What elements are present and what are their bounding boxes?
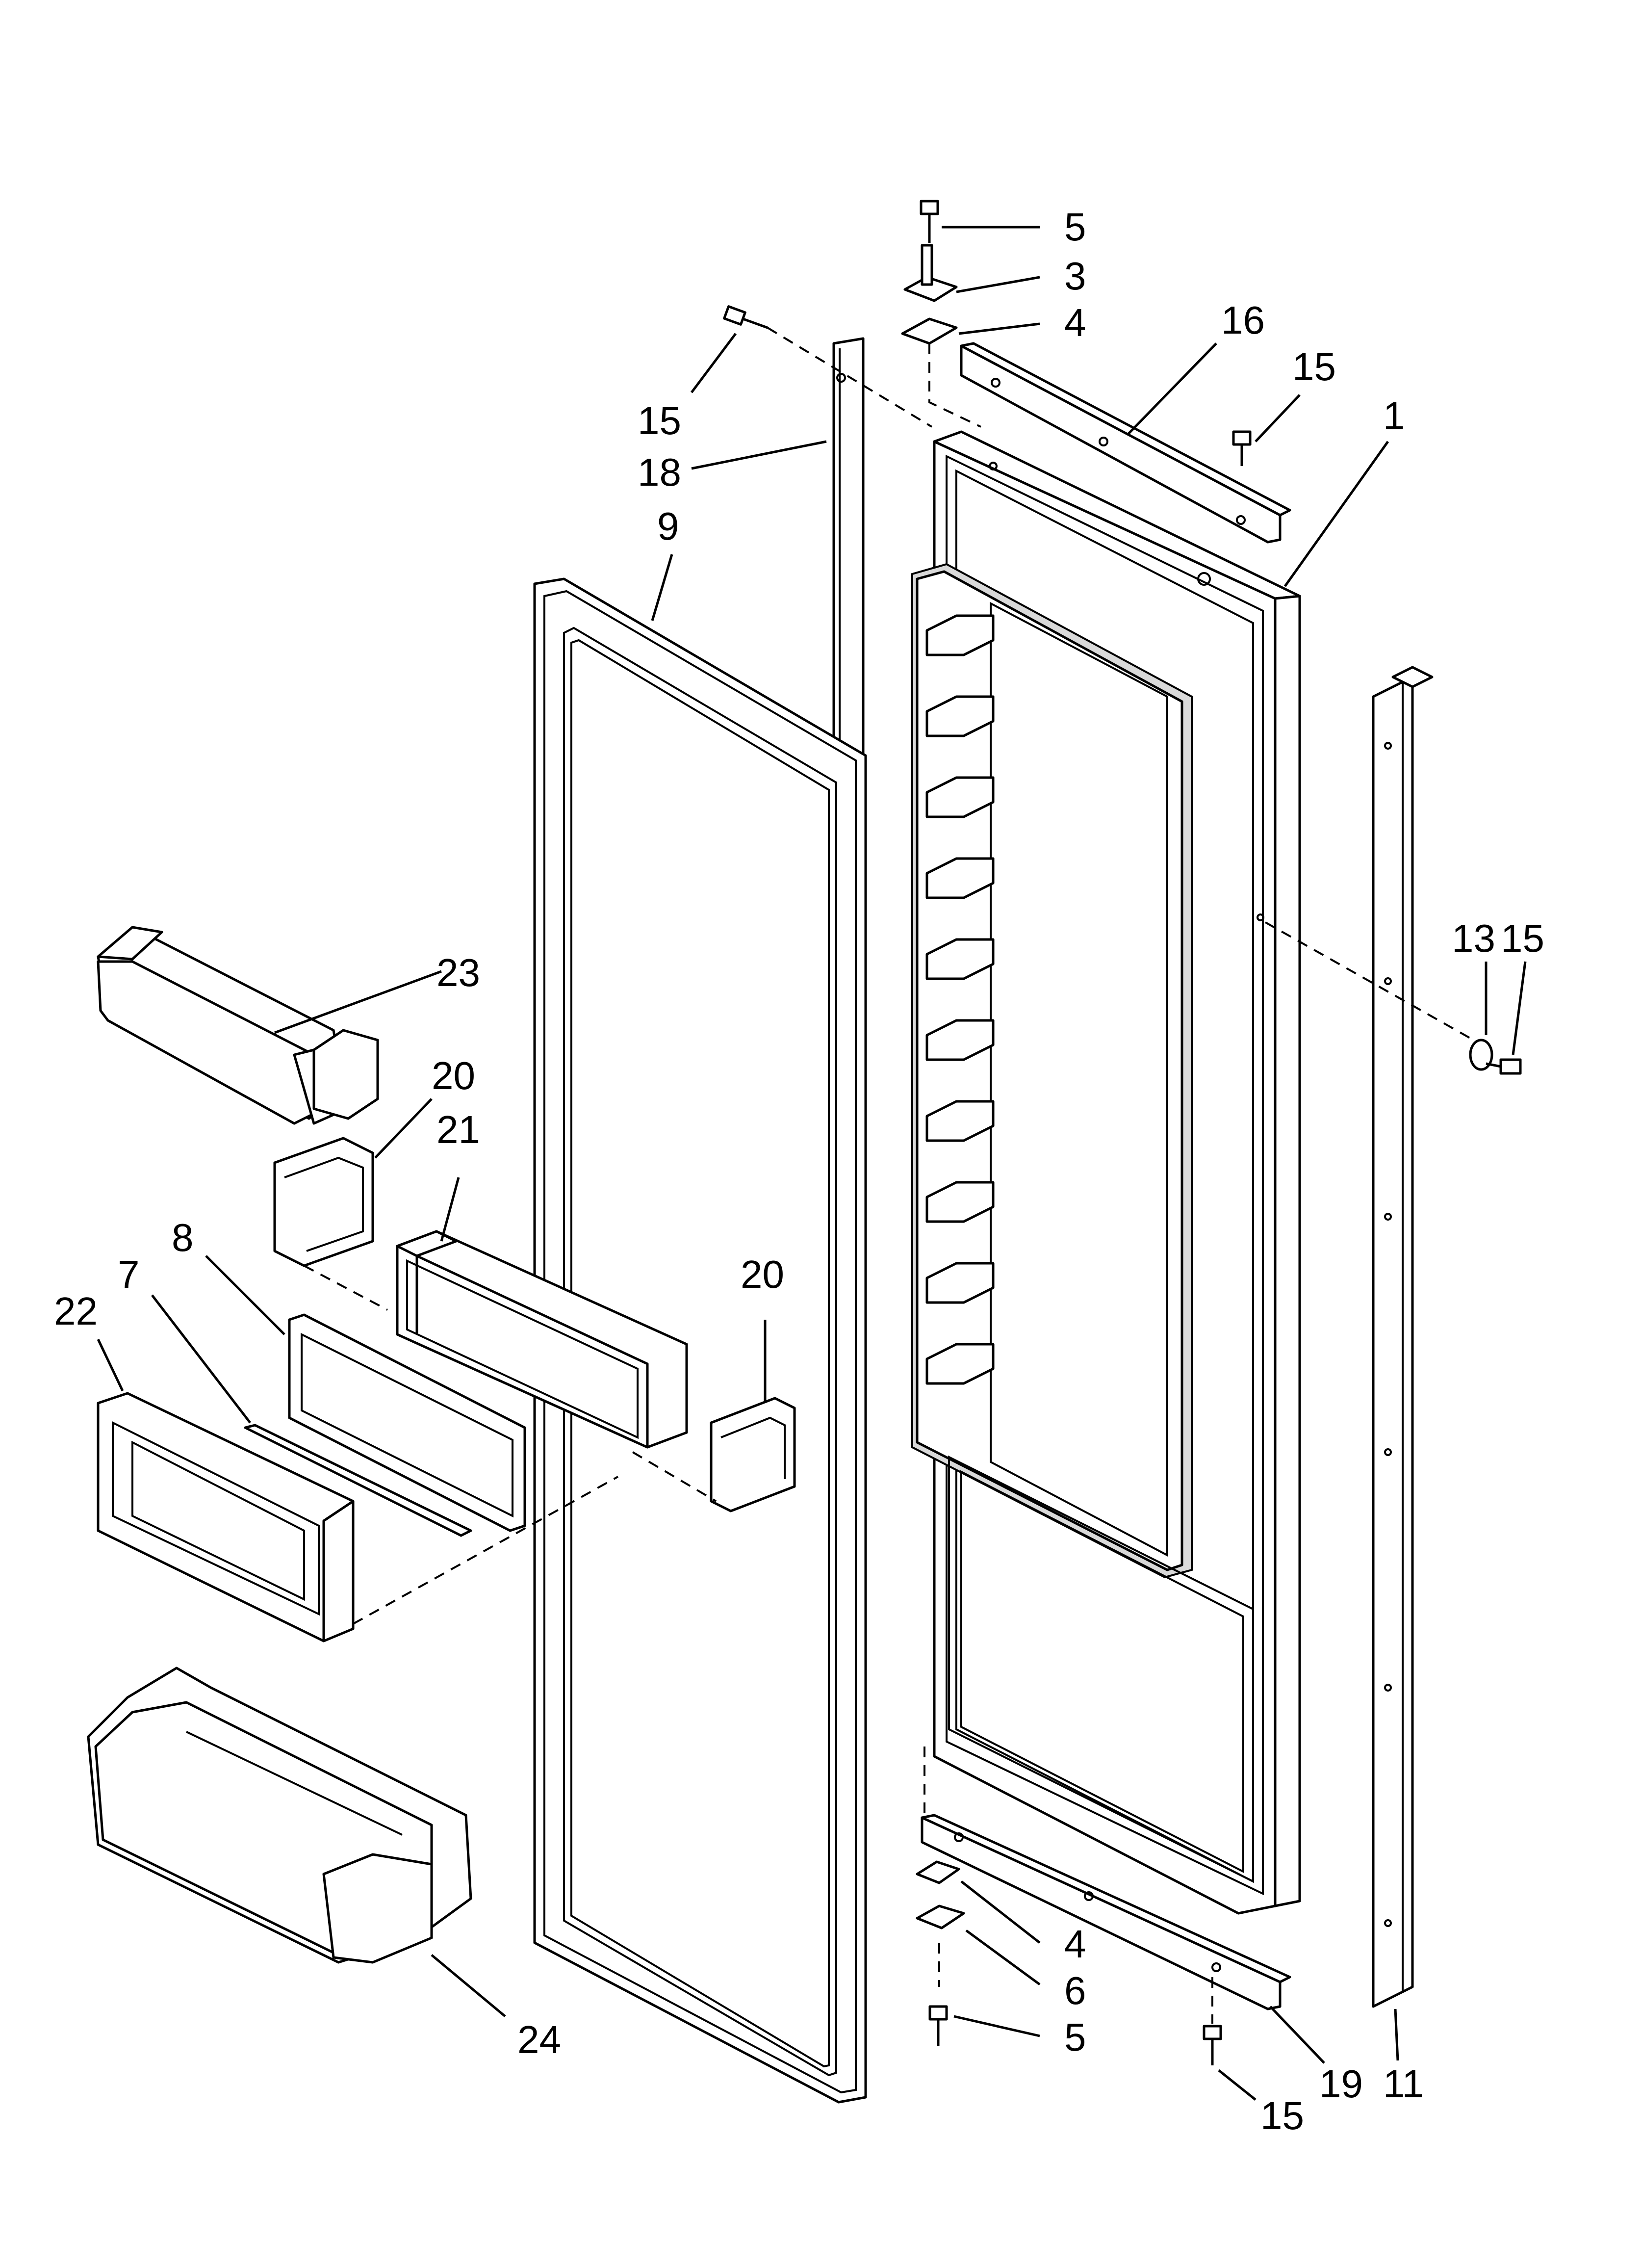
callout-15-top-left: 15 <box>638 399 681 443</box>
callout-21: 21 <box>436 1108 480 1151</box>
side-trim-11 <box>1372 666 1434 2008</box>
shelf-rail-tabs <box>925 614 995 1385</box>
callout-5-bottom: 5 <box>1064 2015 1086 2059</box>
callout-8: 8 <box>172 1216 194 1259</box>
callout-23: 23 <box>436 951 480 994</box>
callout-1: 1 <box>1383 394 1405 438</box>
callout-16: 16 <box>1221 298 1265 342</box>
screw-15-upper-right <box>1232 430 1252 466</box>
hinge-3-top <box>903 244 958 302</box>
callout-20-right: 20 <box>741 1252 784 1296</box>
callout-5-top: 5 <box>1064 205 1086 249</box>
door-bin-24 <box>87 1667 472 1964</box>
strip-7 <box>244 1424 472 1537</box>
bin-bracket-20-right <box>632 1397 796 1512</box>
callout-18: 18 <box>638 450 681 494</box>
callout-6: 6 <box>1064 1969 1086 2012</box>
top-hinge-hardware <box>901 200 981 428</box>
screw-5-bottom <box>928 2005 948 2046</box>
screw-15-upper-left <box>723 305 933 428</box>
callout-13: 13 <box>1452 916 1495 960</box>
door-gasket-9 <box>533 577 867 2104</box>
screw-15-bottom <box>1203 1977 1222 2065</box>
callout-3: 3 <box>1064 254 1086 298</box>
bottom-hinge-plate-19 <box>921 1814 1291 2010</box>
callout-4-bottom: 4 <box>1064 1922 1086 1966</box>
callout-11: 11 <box>1383 2062 1424 2106</box>
bin-bracket-20-left <box>273 1137 388 1311</box>
crisper-frame-8 <box>288 1313 526 1532</box>
top-hinge-plate-16 <box>960 342 1291 544</box>
bottom-hinge-hardware <box>916 1747 965 2046</box>
door-bin-23 <box>97 926 379 1125</box>
washer-13-screw-15 <box>1265 921 1522 1075</box>
callout-7: 7 <box>118 1252 140 1296</box>
callout-15-right: 15 <box>1501 916 1544 960</box>
callout-4-top: 4 <box>1064 301 1086 344</box>
screw-5-top <box>920 200 939 243</box>
crisper-housing-21 <box>396 1230 688 1449</box>
callout-24: 24 <box>517 2018 561 2061</box>
callout-19: 19 <box>1319 2062 1363 2106</box>
door-liner-1 <box>911 430 1301 1915</box>
callout-9: 9 <box>657 504 679 548</box>
callout-20-left: 20 <box>432 1054 475 1097</box>
callout-15-top-right: 15 <box>1292 345 1336 389</box>
crisper-front-22 <box>97 1392 618 1642</box>
callout-22: 22 <box>54 1289 98 1333</box>
callout-15-bottom: 15 <box>1260 2094 1304 2138</box>
callout-labels: 5 3 4 16 15 15 1 18 9 13 15 23 20 21 8 7… <box>54 205 1544 2138</box>
leader-lines <box>97 226 1527 2101</box>
hinge-shim-4-top <box>901 317 958 345</box>
